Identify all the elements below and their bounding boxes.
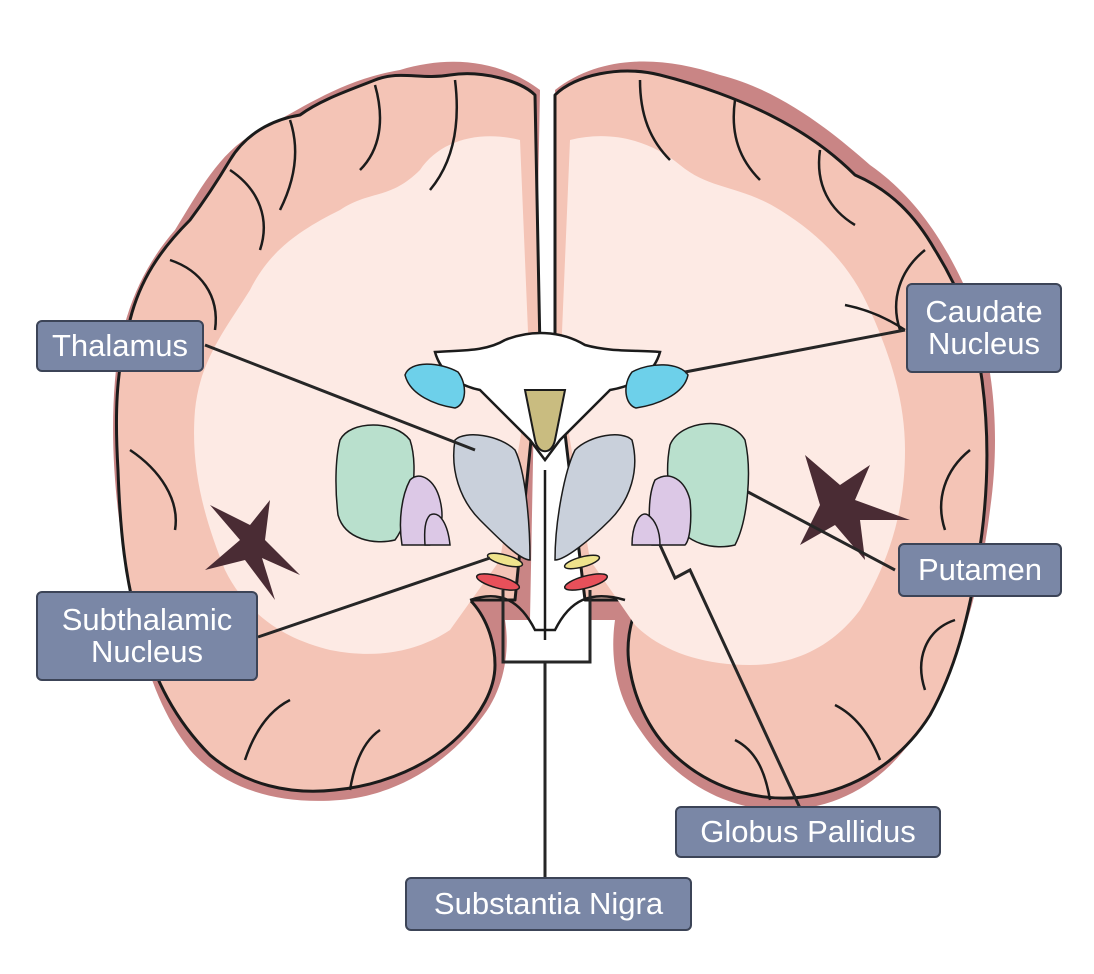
left-thalamus [453,434,531,561]
right-globus-pallidus-outer [648,475,692,546]
right-substantia-nigra [563,573,609,591]
left-globus-pallidus-inner [423,513,451,546]
label-globus-pallidus-text: Globus Pallidus [700,814,916,849]
leader-caudate [684,328,906,374]
label-putamen-text: Putamen [917,552,1043,587]
left-sulcus-star [205,500,300,600]
label-subthalamic-line1: Subthalamic [61,602,233,637]
label-caudate-nucleus: Caudate Nucleus [906,283,1062,373]
leader-lines [204,328,906,880]
sulci-lines [129,79,971,801]
left-substantia-nigra [475,573,521,591]
basal-ganglia [335,363,750,591]
right-sulcus-star [800,455,910,560]
leader-subthalamic [257,556,491,639]
right-caudate [625,364,689,409]
label-subthalamic-line2: Nucleus [91,634,203,669]
right-subthalamic [563,554,601,570]
label-substantia-nigra: Substantia Nigra [405,877,692,931]
label-globus-pallidus: Globus Pallidus [675,806,941,858]
label-substantia-nigra-text: Substantia Nigra [433,886,664,921]
leader-putamen [747,490,896,572]
brainstem-notch [469,595,626,632]
right-globus-pallidus-inner [631,513,661,546]
label-caudate-line1: Caudate [925,294,1043,329]
label-putamen: Putamen [898,543,1062,597]
left-putamen [335,424,415,543]
leader-thalamus [204,343,476,452]
third-ventricle [523,389,567,453]
left-subthalamic [486,552,524,568]
label-thalamus: Thalamus [36,320,204,372]
label-caudate-line2: Nucleus [928,326,1040,361]
leader-globus-pallidus [658,544,802,809]
left-caudate [404,363,466,409]
label-thalamus-text: Thalamus [51,328,189,363]
right-thalamus [554,434,636,561]
label-subthalamic-nucleus: Subthalamic Nucleus [36,591,258,681]
